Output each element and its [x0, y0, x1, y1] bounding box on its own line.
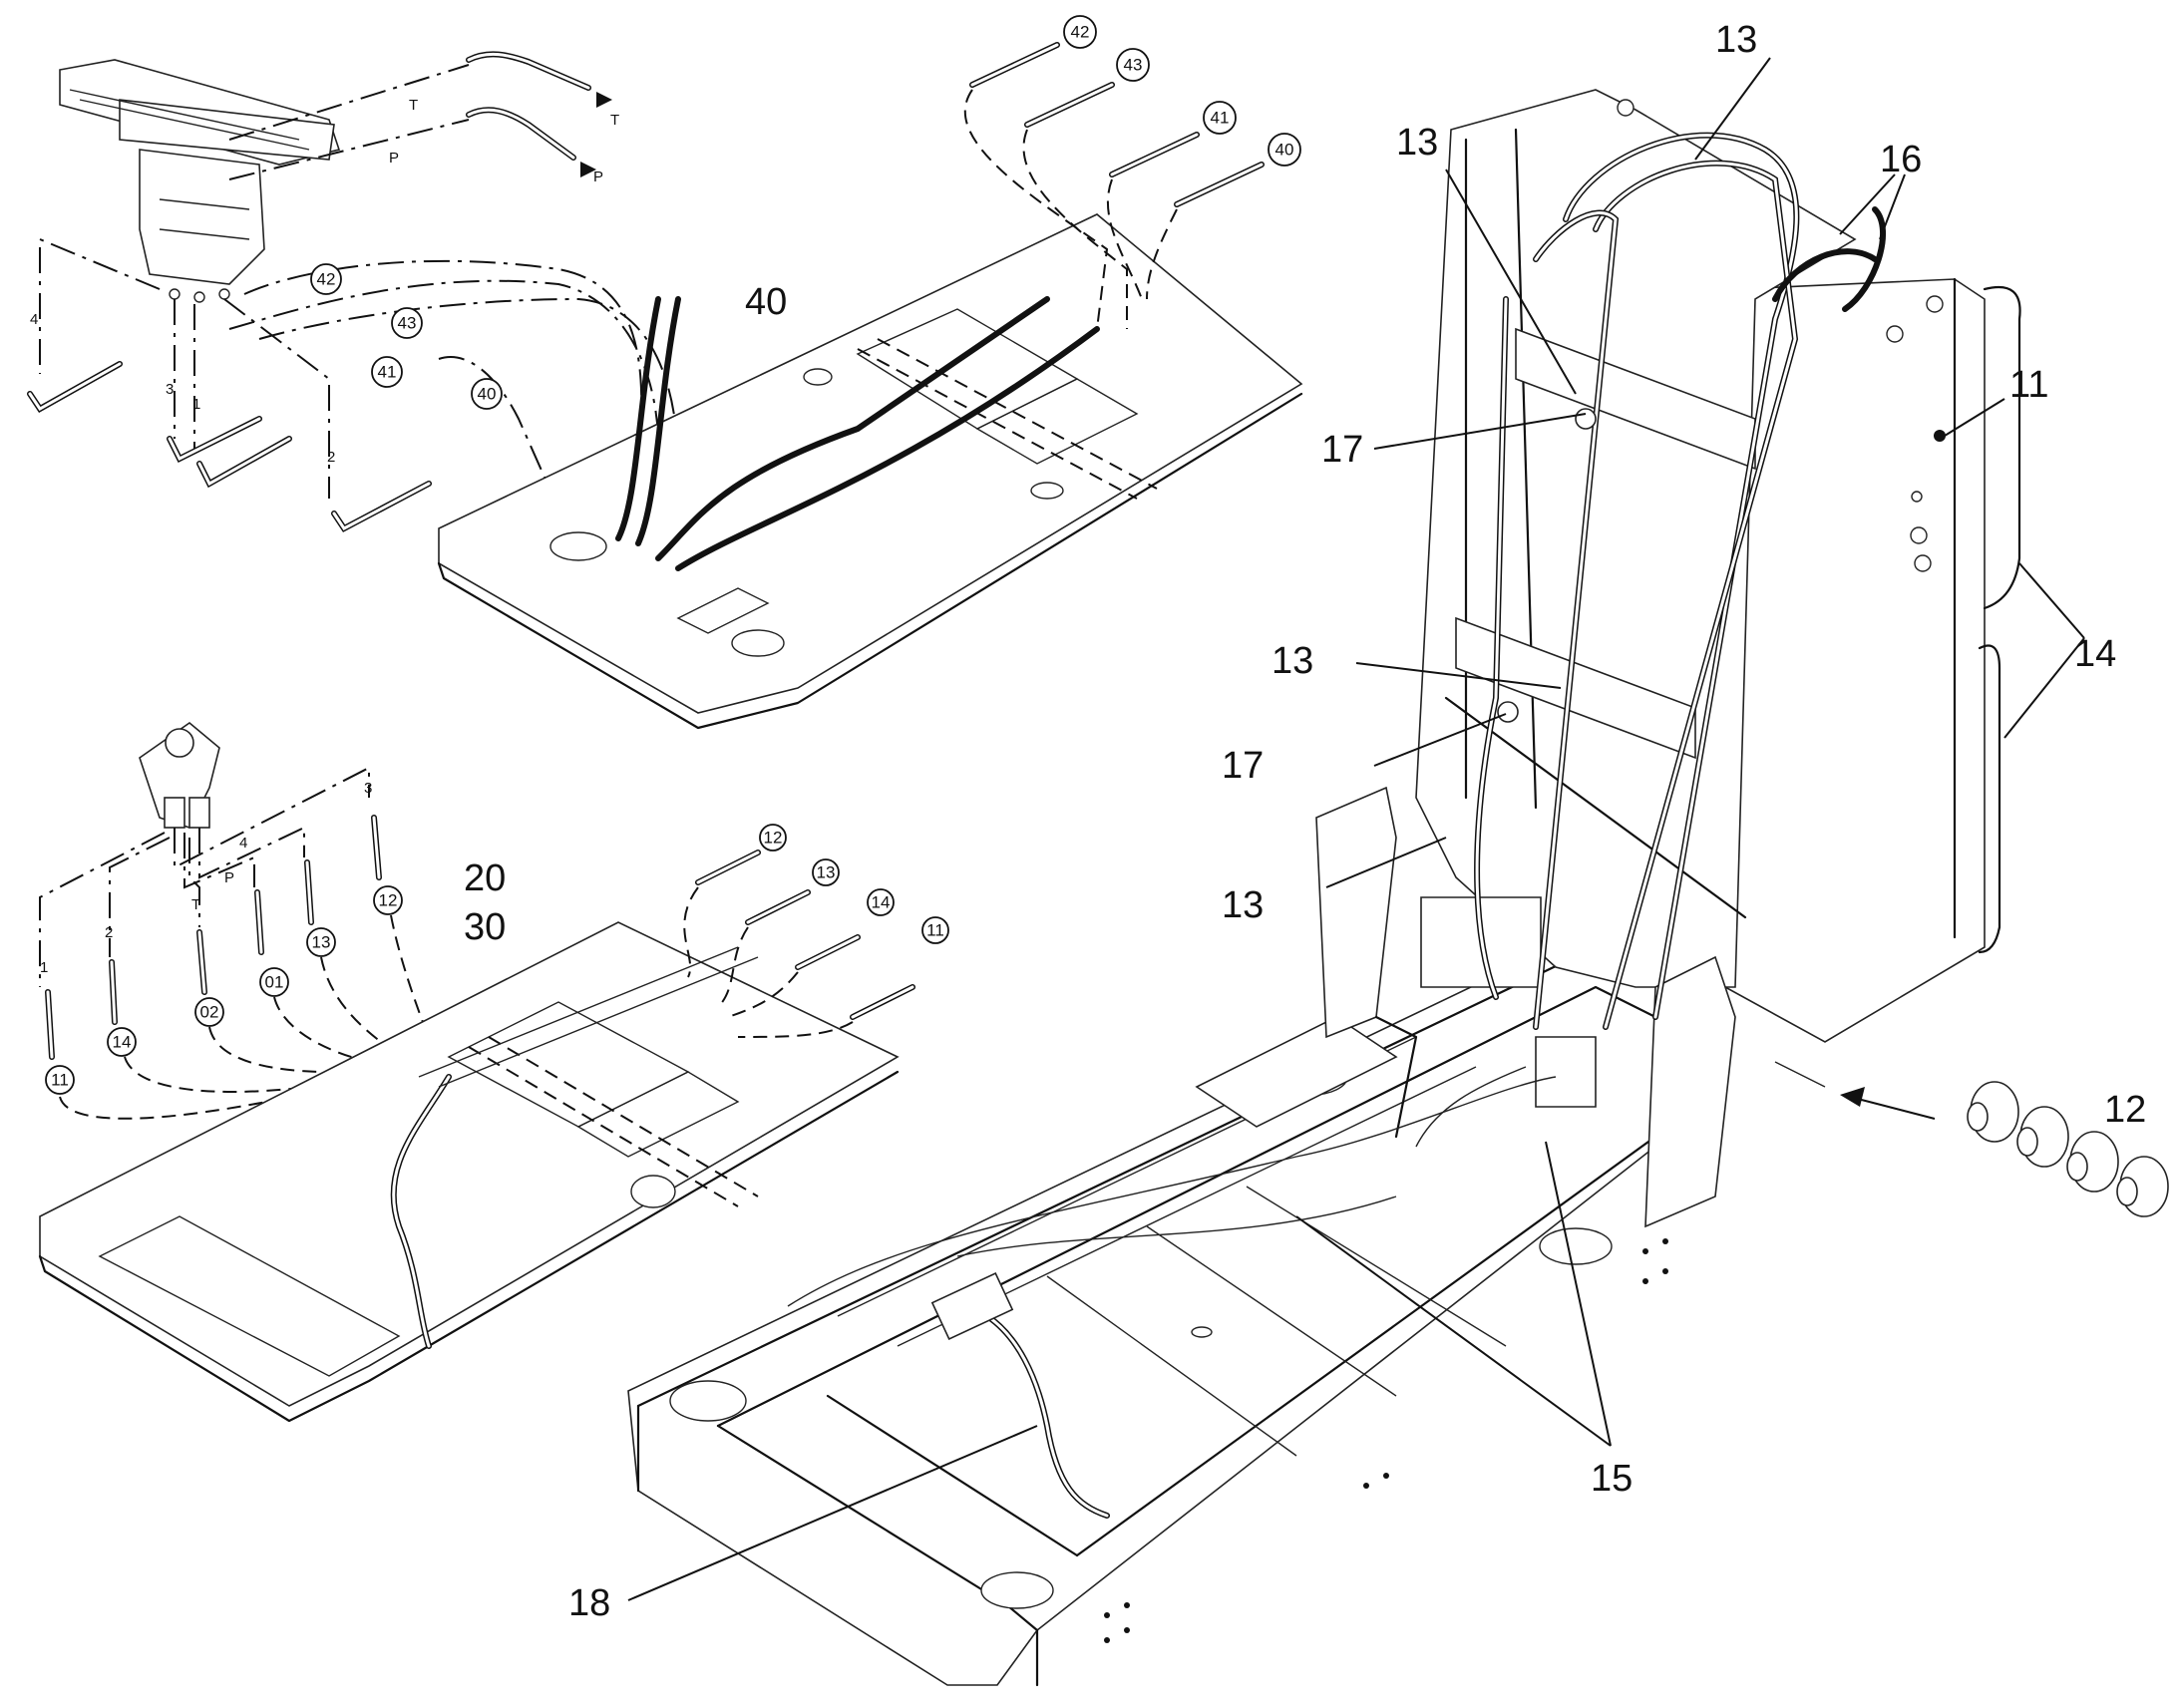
- svg-text:42: 42: [1071, 23, 1090, 42]
- arrow-icon: [596, 92, 612, 108]
- callout-13-middle: 13: [1272, 640, 1313, 682]
- svg-text:01: 01: [265, 973, 284, 992]
- port-label-2-bottom: 2: [105, 924, 113, 941]
- svg-text:13: 13: [312, 933, 331, 952]
- port-label-1-top: 1: [192, 396, 200, 413]
- rubber-mount-icon: [2066, 1131, 2119, 1193]
- fitting-set-bottom: [683, 850, 915, 1038]
- fitting-id-13: 13: [812, 858, 840, 886]
- port-label-p-bottom: P: [224, 869, 234, 886]
- callout-20: 20: [464, 857, 506, 899]
- floor-plate-40: 42 43 41 40: [437, 15, 1303, 730]
- pedal-valve-group: T P T P 4 3 1 2 42 43 41 40: [27, 51, 680, 609]
- hose-id-13: 13: [306, 927, 336, 957]
- port-label-3-bottom: 3: [364, 780, 372, 797]
- fitting-id-11: 11: [921, 916, 949, 944]
- fitting-id-42: 42: [1063, 15, 1097, 49]
- svg-text:41: 41: [378, 363, 397, 382]
- fitting-set-top: [963, 42, 1265, 330]
- svg-text:12: 12: [379, 891, 398, 910]
- rubber-mount-icon: [2016, 1106, 2069, 1168]
- callout-11: 11: [2009, 364, 2048, 406]
- callout-17-upper: 17: [1321, 429, 1363, 471]
- svg-text:42: 42: [317, 270, 336, 289]
- svg-text:11: 11: [51, 1071, 69, 1090]
- rubber-mount-icon: [2116, 1156, 2169, 1217]
- outlet-label-t-top: T: [610, 112, 619, 129]
- fitting-id-41: 41: [1203, 101, 1237, 135]
- joystick-valve-group: 3 4 P T 2 1 11 14 02 01: [39, 721, 450, 1120]
- fitting-id-40: 40: [1268, 133, 1301, 167]
- port-label-3-top: 3: [166, 381, 174, 398]
- port-label-t-bottom: T: [191, 896, 200, 913]
- floor-plate-20-30: 12 13 14 11: [38, 824, 949, 1423]
- svg-text:11: 11: [926, 921, 944, 940]
- callout-13-top: 13: [1715, 19, 1757, 61]
- hose-id-42: 42: [310, 263, 342, 295]
- port-label-t-top: T: [409, 97, 418, 114]
- callout-15: 15: [1591, 1458, 1633, 1500]
- svg-text:43: 43: [1124, 56, 1143, 75]
- joystick-valve-icon: [139, 721, 220, 829]
- callout-leaders: [627, 57, 2085, 1601]
- foot-pedal-valve-icon: [59, 59, 341, 303]
- callout-12: 12: [2104, 1089, 2146, 1131]
- fitting-id-43: 43: [1116, 48, 1150, 82]
- callout-13-upper: 13: [1396, 122, 1438, 164]
- callout-13-lower: 13: [1222, 884, 1264, 926]
- hose-id-40: 40: [471, 378, 503, 410]
- rubber-mount-set: [1967, 1081, 2169, 1217]
- hose-id-12: 12: [373, 885, 403, 915]
- callout-18: 18: [568, 1582, 610, 1624]
- svg-text:40: 40: [478, 385, 497, 404]
- svg-text:12: 12: [764, 829, 783, 848]
- hose-id-14: 14: [107, 1027, 137, 1057]
- callout-40: 40: [745, 281, 787, 323]
- callout-30: 30: [464, 906, 506, 948]
- svg-text:02: 02: [200, 1003, 219, 1022]
- port-label-4-top: 4: [30, 311, 38, 328]
- svg-text:13: 13: [817, 863, 836, 882]
- coupler-set: [45, 815, 382, 1060]
- port-label-2-top: 2: [327, 449, 335, 466]
- svg-text:14: 14: [872, 893, 891, 912]
- port-label-1-bottom: 1: [40, 959, 48, 976]
- fitting-id-14: 14: [867, 888, 895, 916]
- hose-id-11: 11: [45, 1065, 75, 1095]
- callout-17-lower: 17: [1222, 745, 1264, 787]
- callout-14: 14: [2074, 633, 2116, 675]
- fitting-id-12: 12: [759, 824, 787, 852]
- svg-text:43: 43: [398, 314, 417, 333]
- port-label-4-bottom: 4: [239, 835, 247, 852]
- arrow-icon: [580, 162, 596, 177]
- rubber-mount-icon: [1967, 1081, 2019, 1143]
- callout-labels: 13 13 16 11 17 13 14 17 13 12 15 18 40 2…: [464, 19, 2146, 1624]
- svg-text:14: 14: [113, 1033, 132, 1052]
- hose-id-43: 43: [391, 307, 423, 339]
- outlet-label-p-top: P: [593, 169, 603, 185]
- seat-frame-assembly: [627, 89, 2021, 1687]
- svg-text:40: 40: [1275, 141, 1294, 160]
- hose-id-41: 41: [371, 356, 403, 388]
- svg-text:41: 41: [1211, 109, 1230, 128]
- hose-id-02: 02: [194, 997, 224, 1027]
- hose-id-01: 01: [259, 967, 289, 997]
- port-label-p-top: P: [389, 150, 399, 167]
- callout-16: 16: [1880, 139, 1922, 180]
- frame-holes: [1104, 1238, 1668, 1643]
